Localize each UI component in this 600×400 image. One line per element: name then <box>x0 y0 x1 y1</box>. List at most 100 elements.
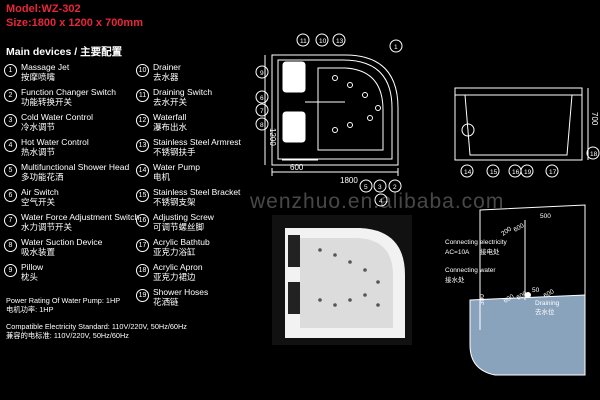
jet <box>376 303 380 307</box>
side-outline <box>454 87 583 161</box>
callout-label: 18 <box>590 151 598 158</box>
item-en: Hot Water Control <box>21 137 89 147</box>
pillow-top <box>282 61 306 93</box>
item-number: 9 <box>4 264 17 277</box>
callout-label: 7 <box>260 108 264 115</box>
callout-circle <box>486 164 500 178</box>
item-number: 18 <box>136 264 149 277</box>
jet <box>333 253 337 257</box>
callout-circle <box>296 33 310 47</box>
item-number: 6 <box>4 189 17 202</box>
item-en: Air Switch <box>21 187 59 197</box>
callout-circle <box>460 164 474 178</box>
jet <box>318 298 322 302</box>
item-number: 11 <box>136 89 149 102</box>
jet <box>347 82 353 88</box>
callout-label: 1 <box>394 44 398 51</box>
callout-label: 17 <box>549 169 557 176</box>
callout-circle <box>315 33 329 47</box>
jet <box>347 122 353 128</box>
item-cn: 功能转换开关 <box>21 97 73 107</box>
draining-label: Draining <box>535 300 560 307</box>
callout-circle <box>255 65 269 79</box>
item-cn: 空气开关 <box>21 197 56 207</box>
connect-water-cn: 接水处 <box>445 275 465 284</box>
side-basin <box>464 94 573 156</box>
item-cn: 吸水装置 <box>21 247 56 257</box>
item-number: 16 <box>136 214 149 227</box>
size-label: Size:1800 x 1200 x 700mm <box>6 17 143 29</box>
item-cn: 可调节螺丝脚 <box>153 222 205 232</box>
callout-label: 9 <box>260 70 264 77</box>
item-number: 2 <box>4 89 17 102</box>
callout-circle <box>255 117 269 131</box>
item-cn: 枕头 <box>21 272 39 282</box>
callout-circle <box>545 164 559 178</box>
item-en: Multifunctional Shower Head <box>21 162 130 172</box>
callout-circle <box>374 193 388 207</box>
item-number: 7 <box>4 214 17 227</box>
callout-circle <box>332 33 346 47</box>
callout-circle <box>389 39 403 53</box>
item-cn: 亚克力浴缸 <box>153 247 196 257</box>
item-cn: 冷水调节 <box>21 122 56 132</box>
jet <box>332 75 338 81</box>
item-en: Waterfall <box>153 112 187 122</box>
item-en: Shower Hoses <box>153 287 209 297</box>
item-number: 17 <box>136 239 149 252</box>
item-en: Pillow <box>21 262 44 272</box>
item-number: 12 <box>136 114 149 127</box>
jet <box>348 260 352 264</box>
electricity-standard-cn: 兼容的电标准: 110V/220V, 50Hz/60Hz <box>6 331 129 340</box>
callout-label: 16 <box>512 169 520 176</box>
callout-label: 11 <box>300 38 307 45</box>
item-en: Stainless Steel Bracket <box>153 187 241 197</box>
floor-area <box>469 294 586 376</box>
jet <box>333 303 337 307</box>
callout-circle <box>255 90 269 104</box>
callout-circle <box>388 179 402 193</box>
connect-water-label: Connecting water <box>445 267 496 274</box>
pump-rating: Power Rating Of Water Pump: 1HP <box>6 296 121 305</box>
callout-label: 3 <box>378 184 382 191</box>
connect-electricity-cn: 接电处 <box>480 247 500 256</box>
callout-label: 5 <box>364 184 368 191</box>
jet <box>318 248 322 252</box>
dim-500: 500 <box>540 213 551 220</box>
callout-label: 15 <box>490 169 498 176</box>
item-cn: 热水调节 <box>21 147 56 157</box>
item-cn: 瀑布出水 <box>153 122 188 132</box>
callout-label: 2 <box>393 184 397 191</box>
item-en: Stainless Steel Armrest <box>153 137 241 147</box>
item-cn: 水力调节开关 <box>21 222 73 232</box>
devices-title: Main devices / 主要配置 <box>6 46 123 58</box>
item-number: 4 <box>4 139 17 152</box>
item-cn: 亚克力裙边 <box>153 272 196 282</box>
callout-circle <box>373 179 387 193</box>
item-en: Massage Jet <box>21 62 70 72</box>
item-number: 10 <box>136 64 149 77</box>
installation-diagram <box>469 204 586 376</box>
dim-1200-label: 1200 <box>268 128 277 146</box>
item-en: Water Suction Device <box>21 237 103 247</box>
dim-600: 600 <box>513 222 526 234</box>
dim-1800-label: 1800 <box>340 176 358 185</box>
item-number: 1 <box>4 64 17 77</box>
jet <box>367 115 373 121</box>
plan-view <box>264 54 399 176</box>
